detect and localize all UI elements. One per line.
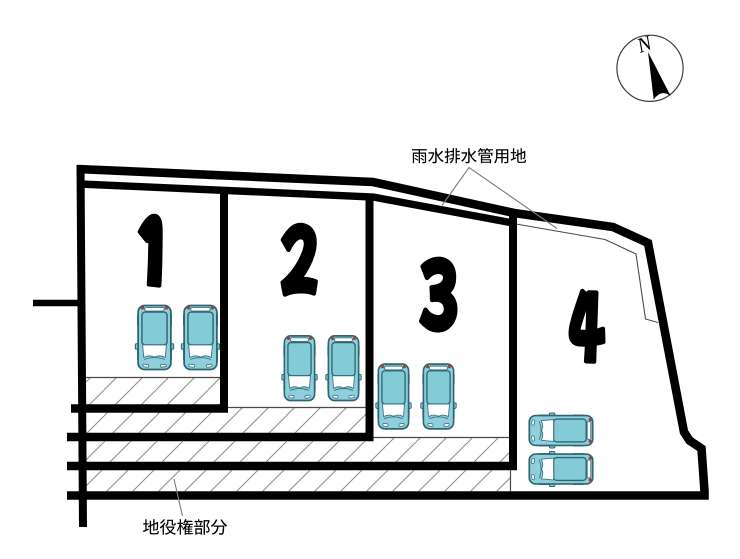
car-lot1-b: [180, 304, 221, 371]
west-boundary-line: [76, 164, 87, 528]
hatch-strip-lot3: [84, 437, 509, 462]
hatch-strip-lot1: [84, 378, 220, 405]
compass-n-letter: [637, 35, 651, 54]
hatch-strip-bottom: [84, 470, 511, 492]
car-lot1-a: [134, 304, 175, 371]
car-lot4-b: [528, 450, 594, 488]
outer-boundary: [67, 164, 709, 500]
car-lot4-a: [528, 412, 594, 449]
lot3-number: [419, 256, 458, 333]
easement-label-text: [143, 519, 228, 535]
car-lot2-a: [280, 334, 319, 402]
lot2-number: [280, 222, 318, 297]
lot-numbers: [137, 213, 606, 364]
lot1-number: [137, 213, 163, 288]
compass-circle: [616, 34, 684, 103]
drainage-strip-boundary: [515, 223, 659, 324]
north-compass: [616, 34, 684, 103]
north-needle-icon: [648, 52, 671, 100]
car-lot2-b: [324, 334, 363, 402]
lot4-number: [568, 288, 606, 364]
easement-leader-line: [173, 478, 184, 517]
rainwater-leader-line: [441, 166, 558, 229]
car-lot3-b: [419, 363, 458, 430]
car-lot3-a: [374, 363, 413, 430]
rainwater-label-text: [412, 148, 527, 164]
